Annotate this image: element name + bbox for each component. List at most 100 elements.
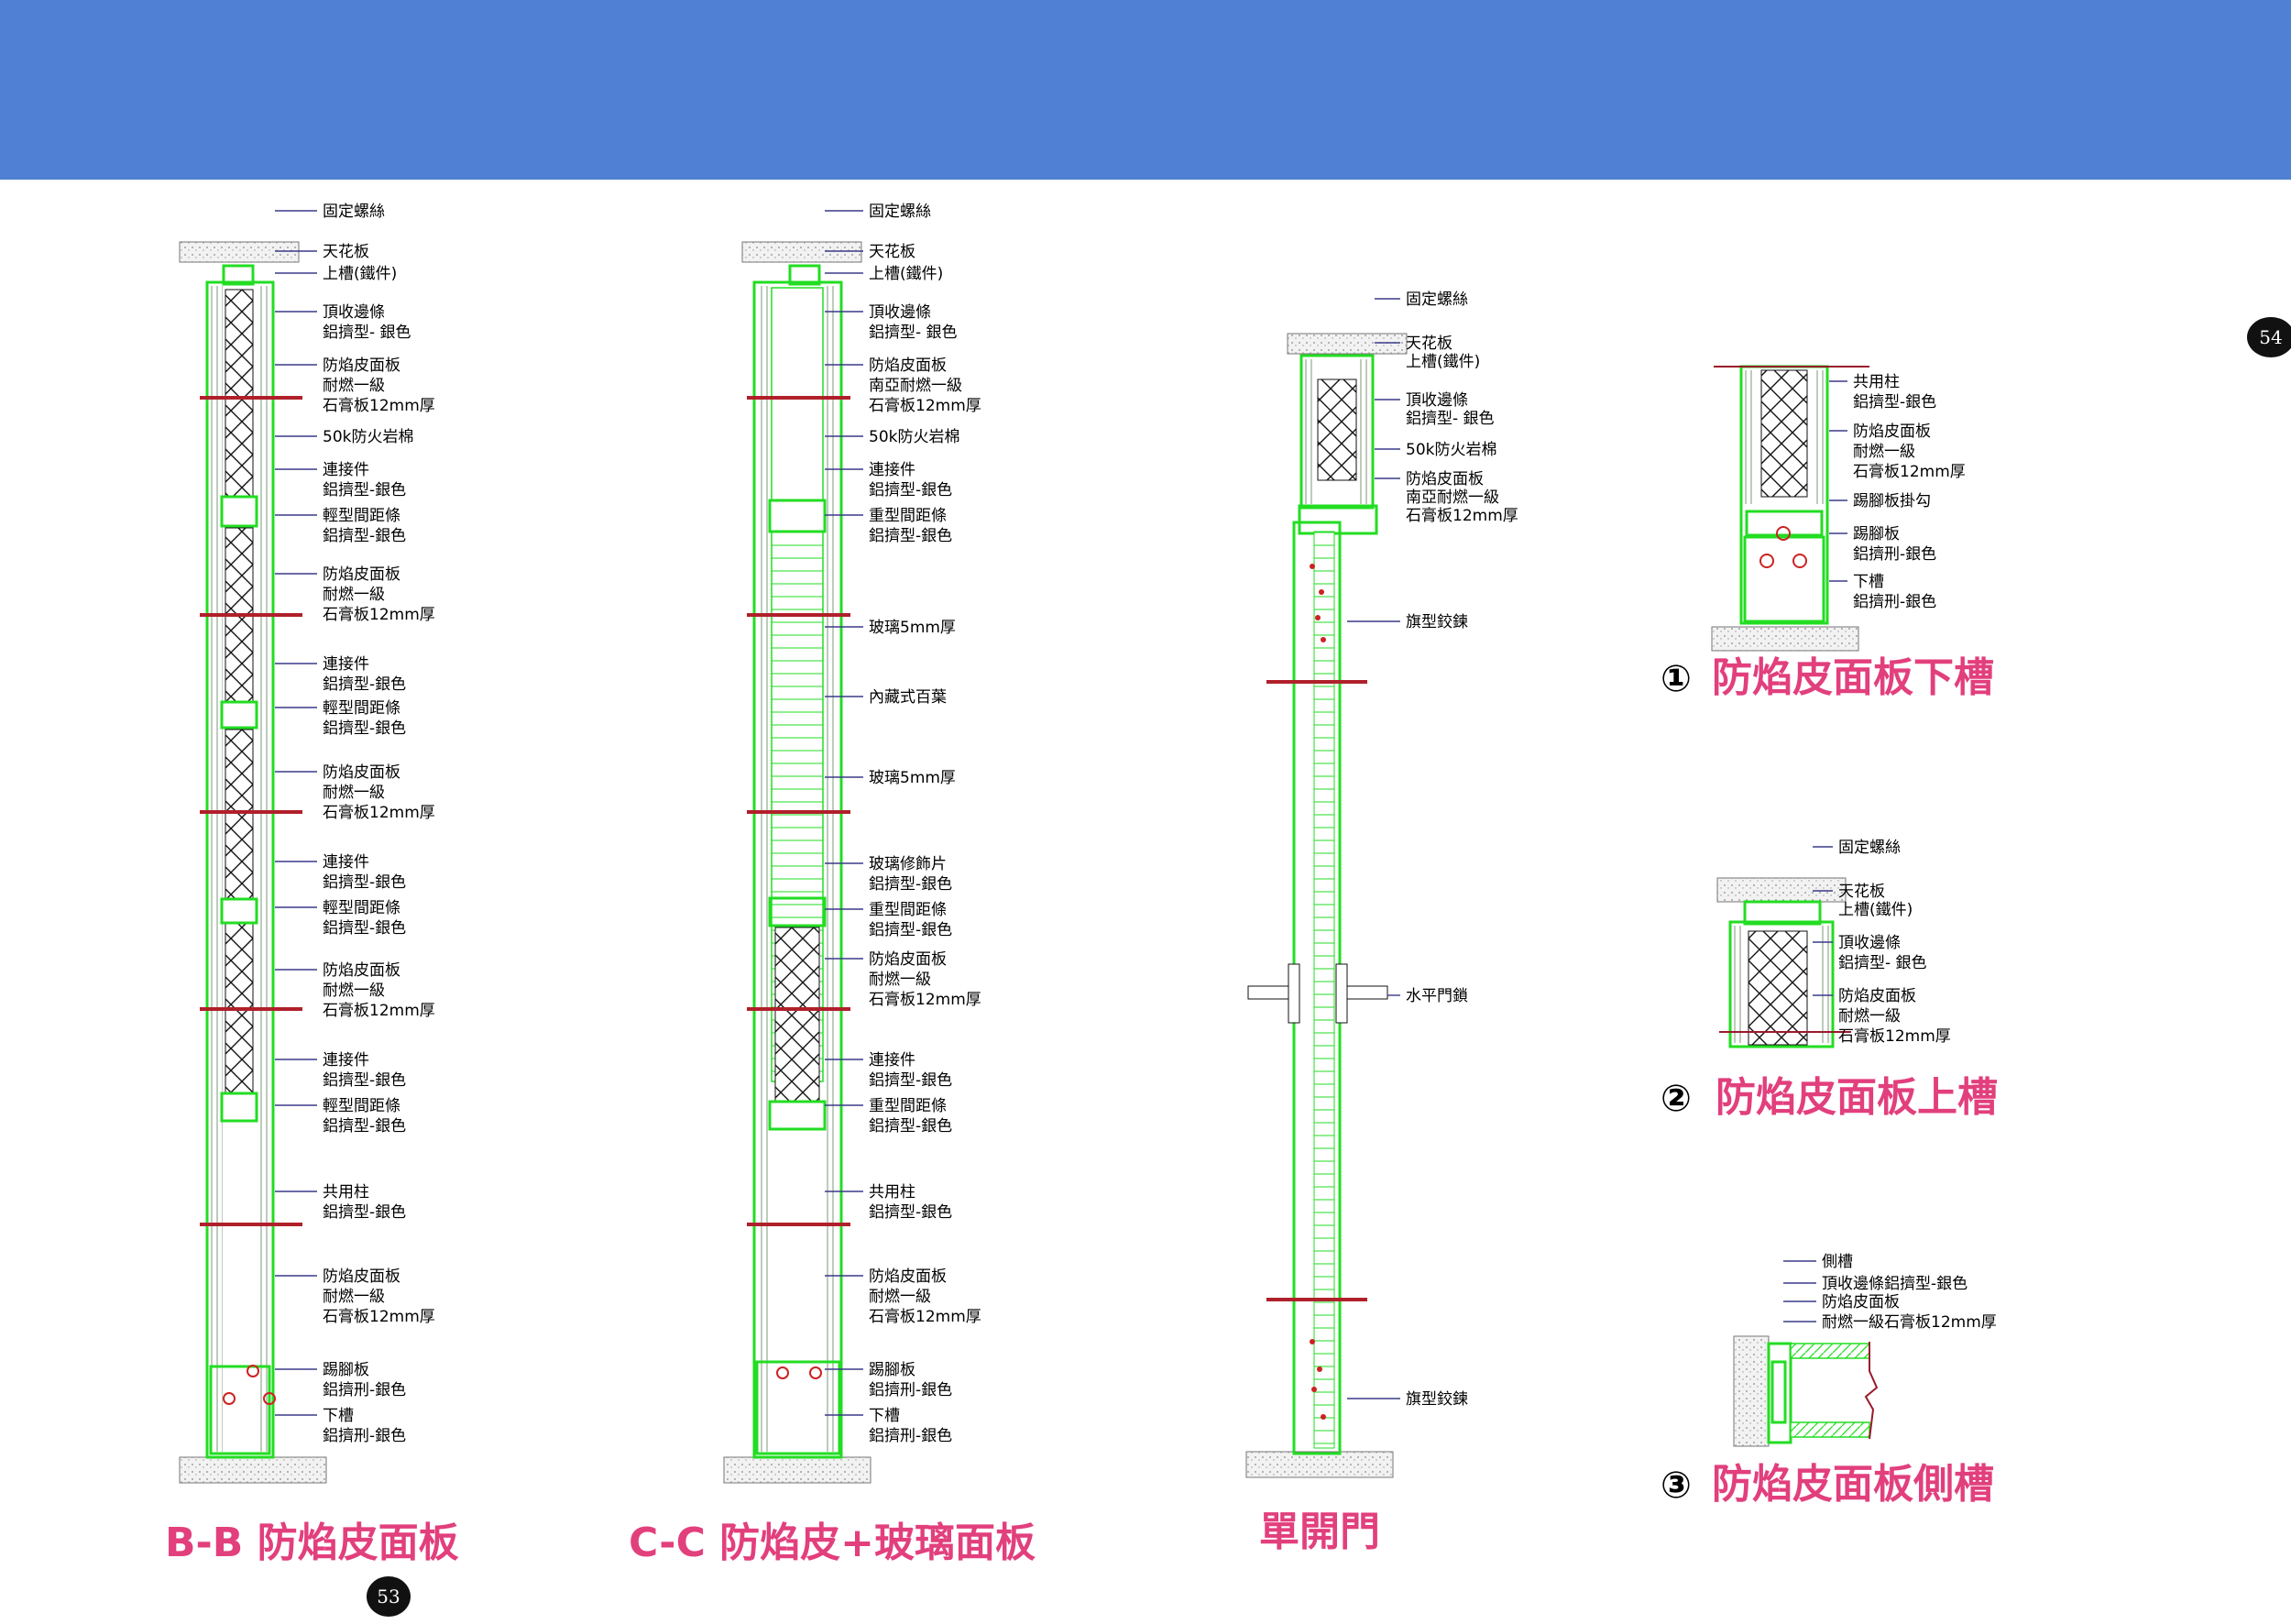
bb-label: 鋁擠型-銀色 bbox=[323, 527, 406, 545]
bb-label: 石膏板12mm厚 bbox=[323, 1001, 435, 1020]
bb-title: B-B 防焰皮面板 bbox=[165, 1520, 459, 1566]
cc-label: 50k防火岩棉 bbox=[869, 428, 959, 446]
door-label: 鋁擠型- 銀色 bbox=[1406, 410, 1495, 428]
bb-label: 鋁擠刑-銀色 bbox=[323, 1381, 406, 1399]
cc-label: 鋁擠型- 銀色 bbox=[869, 324, 958, 342]
d2-label: 耐燃一級 bbox=[1838, 1007, 1901, 1026]
door-label: 水平門鎖 bbox=[1406, 987, 1468, 1005]
cc-label: 踢腳板 bbox=[869, 1361, 915, 1379]
cc-label: 重型間距條 bbox=[869, 507, 947, 525]
d2-label: 石膏板12mm厚 bbox=[1838, 1026, 1951, 1046]
bb-label: 鋁擠型- 銀色 bbox=[323, 324, 411, 342]
header-band bbox=[0, 0, 2291, 180]
d2-title: 防焰皮面板上槽 bbox=[1716, 1074, 1998, 1121]
bb-label: 鋁擠型-銀色 bbox=[323, 719, 406, 738]
bb-label: 連接件 bbox=[323, 1051, 369, 1070]
d3-label: 耐燃一級石膏板12mm厚 bbox=[1822, 1312, 1997, 1332]
cc-label: 共用柱 bbox=[869, 1183, 915, 1202]
cc-label: 上槽(鐵件) bbox=[869, 265, 943, 283]
cc-label: 鋁擠刑-銀色 bbox=[869, 1381, 952, 1399]
cc-label: 鋁擠型-銀色 bbox=[869, 1071, 952, 1090]
cc-label: 鋁擠型-銀色 bbox=[869, 921, 952, 939]
d1-label: 踢腳板 bbox=[1853, 525, 1900, 543]
bb-label: 固定螺絲 bbox=[323, 203, 385, 221]
cc-label: 玻璃5mm厚 bbox=[869, 619, 956, 637]
d3-label: 頂收邊條鋁擠型-銀色 bbox=[1822, 1275, 1968, 1293]
bb-label: 耐燃一級 bbox=[323, 982, 385, 1000]
cc-label: 連接件 bbox=[869, 461, 915, 479]
door-label: 南亞耐燃一級 bbox=[1406, 488, 1499, 507]
d1-title: 防焰皮面板下槽 bbox=[1712, 654, 1994, 701]
d3-label: 防焰皮面板 bbox=[1822, 1293, 1900, 1311]
cc-label: 鋁擠型-銀色 bbox=[869, 527, 952, 545]
cc-label: 天花板 bbox=[869, 243, 915, 261]
bb-label: 鋁擠型-銀色 bbox=[323, 481, 406, 499]
bb-label: 輕型間距條 bbox=[323, 1097, 400, 1115]
cc-label: 石膏板12mm厚 bbox=[869, 990, 981, 1009]
bb-label: 鋁擠型-銀色 bbox=[323, 1117, 406, 1136]
cc-title: C-C 防焰皮+玻璃面板 bbox=[629, 1520, 1036, 1566]
bb-label: 鋁擠型-銀色 bbox=[323, 1203, 406, 1222]
bb-label: 耐燃一級 bbox=[323, 1288, 385, 1306]
bb-label: 耐燃一級 bbox=[323, 784, 385, 802]
cc-label: 南亞耐燃一級 bbox=[869, 377, 962, 395]
bb-label: 石膏板12mm厚 bbox=[323, 1307, 435, 1326]
bb-label: 下槽 bbox=[323, 1407, 354, 1425]
bb-label: 輕型間距條 bbox=[323, 899, 400, 917]
bb-label: 踢腳板 bbox=[323, 1361, 369, 1379]
bb-label: 鋁擠型-銀色 bbox=[323, 873, 406, 892]
bb-label: 鋁擠型-銀色 bbox=[323, 1071, 406, 1090]
bb-label: 輕型間距條 bbox=[323, 699, 400, 718]
cc-label: 固定螺絲 bbox=[869, 203, 931, 221]
cc-label: 玻璃5mm厚 bbox=[869, 769, 956, 787]
door-label: 頂收邊條 bbox=[1406, 391, 1468, 410]
d3-title: 防焰皮面板側槽 bbox=[1712, 1461, 1994, 1508]
bb-label: 鋁擠型-銀色 bbox=[323, 919, 406, 938]
bb-label: 連接件 bbox=[323, 655, 369, 674]
bb-label: 鋁擠型-銀色 bbox=[323, 675, 406, 694]
bb-label: 耐燃一級 bbox=[323, 586, 385, 604]
d2-label: 天花板 bbox=[1838, 883, 1885, 901]
bb-label: 石膏板12mm厚 bbox=[323, 803, 435, 822]
cc-label: 耐燃一級 bbox=[869, 1288, 931, 1306]
bb-label: 連接件 bbox=[323, 853, 369, 872]
cc-label: 防焰皮面板 bbox=[869, 357, 947, 375]
cc-label: 防焰皮面板 bbox=[869, 1267, 947, 1286]
bb-label: 天花板 bbox=[323, 243, 369, 261]
door-label: 旗型鉸鍊 bbox=[1406, 613, 1468, 631]
page-number-left-text: 53 bbox=[377, 1586, 400, 1608]
cc-label: 玻璃修飾片 bbox=[869, 855, 947, 873]
d2-number: ② bbox=[1661, 1078, 1692, 1120]
cc-label: 下槽 bbox=[869, 1407, 900, 1425]
bb-label: 上槽(鐵件) bbox=[323, 265, 397, 283]
d2-label: 鋁擠型- 銀色 bbox=[1838, 954, 1927, 972]
d3-label: 側槽 bbox=[1822, 1253, 1853, 1271]
door-label: 固定螺絲 bbox=[1406, 291, 1468, 309]
bb-label: 輕型間距條 bbox=[323, 507, 400, 525]
cc-label: 內藏式百葉 bbox=[869, 688, 947, 707]
cc-label: 鋁擠型-銀色 bbox=[869, 875, 952, 894]
d3-number: ③ bbox=[1661, 1465, 1692, 1507]
bb-label: 連接件 bbox=[323, 461, 369, 479]
bb-label: 耐燃一級 bbox=[323, 377, 385, 395]
bb-label: 石膏板12mm厚 bbox=[323, 396, 435, 415]
d1-label: 鋁擠刑-銀色 bbox=[1853, 593, 1936, 611]
page-number-right-text: 54 bbox=[2259, 326, 2282, 348]
cc-label: 石膏板12mm厚 bbox=[869, 1307, 981, 1326]
cc-label: 鋁擠型-銀色 bbox=[869, 1117, 952, 1136]
door-label: 防焰皮面板 bbox=[1406, 470, 1484, 488]
door-label: 石膏板12mm厚 bbox=[1406, 506, 1518, 525]
d1-label: 石膏板12mm厚 bbox=[1853, 462, 1966, 481]
d1-label: 防焰皮面板 bbox=[1853, 422, 1931, 441]
cc-label: 耐燃一級 bbox=[869, 971, 931, 989]
bb-label: 防焰皮面板 bbox=[323, 1267, 400, 1286]
page-number-right: 54 bbox=[2247, 317, 2291, 357]
d1-label: 踢腳板掛勾 bbox=[1853, 492, 1931, 510]
bb-label: 頂收邊條 bbox=[323, 303, 385, 322]
detail-1: 共用柱鋁擠型-銀色防焰皮面板耐燃一級石膏板12mm厚踢腳板掛勾踢腳板鋁擠刑-銀色… bbox=[1661, 365, 1994, 701]
